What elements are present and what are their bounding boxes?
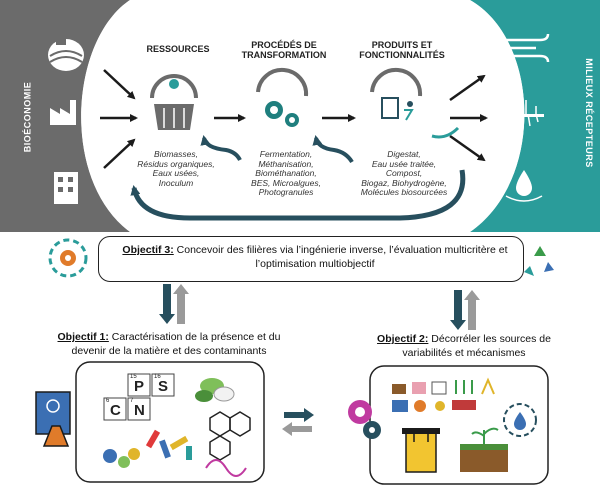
recycle-arrow-big <box>130 169 466 221</box>
objective2-line1: Décorréler les sources de <box>428 333 551 345</box>
procedes-item: BES, Microalgues, <box>251 177 321 188</box>
column-procedes-title-2: TRANSFORMATION <box>241 50 327 60</box>
procedes-item: Fermentation, <box>259 149 313 159</box>
cycle-drops-icon <box>503 403 537 437</box>
recycle-icon <box>524 246 554 276</box>
produits-item: Eau usée traitée, <box>371 158 437 169</box>
objective1-line2: devenir de la matière et des contaminant… <box>71 345 267 357</box>
procedes-item: Biométhanation, <box>255 168 317 178</box>
arrow-left-top <box>103 69 136 100</box>
soil-plant-icon <box>460 427 508 472</box>
left-band-label: BIOÉCONOMIE <box>22 81 33 153</box>
recycle-arrow-small-1 <box>200 135 242 161</box>
dna-icon <box>205 459 247 477</box>
column-produits-title-1: PRODUITS ET <box>371 40 433 50</box>
objective1-line1: Caractérisation de la présence et du <box>108 331 281 343</box>
objective1-panel <box>75 361 265 483</box>
tractor-field-icon <box>48 38 84 71</box>
gear-icon <box>256 67 309 127</box>
obj2-vertical-arrows <box>450 290 480 330</box>
ressources-icon <box>150 74 198 130</box>
column-procedes-items: Fermentation, Méthanisation, Biométhanat… <box>236 149 336 198</box>
element-s: S <box>158 378 169 395</box>
column-produits-title-2: FONCTIONNALITÉS <box>359 50 445 60</box>
soil-icon <box>508 100 544 129</box>
produits-item: Compost, <box>385 168 423 178</box>
reactor-icon <box>402 428 440 473</box>
recycle-arrow-small-2 <box>312 135 354 164</box>
center-area <box>81 0 525 232</box>
produits-item: Biogaz, Biohydrogène, <box>361 177 447 188</box>
column-ressources-items: Biomasses, Résidus organiques, Eaux usée… <box>124 149 228 188</box>
wind-icon <box>506 33 550 63</box>
produits-item: Molécules biosourcées <box>360 187 448 197</box>
objective2-text: Objectif 2: Décorréler les sources de va… <box>354 332 574 360</box>
microplastics-icon <box>103 429 192 468</box>
produits-item: Digestat, <box>387 149 421 159</box>
horizontal-arrows <box>282 408 314 436</box>
farm-icons <box>392 377 495 412</box>
molecule-icon <box>209 411 251 461</box>
objective1-text: Objectif 1: Caractérisation de la présen… <box>24 330 314 358</box>
element-n-number: 7 <box>130 398 134 404</box>
objective3-gear-icon <box>48 238 88 278</box>
ressources-item: Biomasses, <box>154 149 198 159</box>
element-s-number: 16 <box>154 374 161 380</box>
objective2-line2: variabilités et mécanismes <box>402 347 526 359</box>
procedes-item: Photogranules <box>258 187 314 197</box>
column-ressources-title-1: RESSOURCES <box>146 44 210 54</box>
element-c: C <box>110 402 121 419</box>
objective1-label: Objectif 1: <box>57 331 109 343</box>
ressources-item: Inoculum <box>158 177 194 188</box>
column-produits-items: Digestat, Eau usée traitée, Compost, Bio… <box>344 149 464 198</box>
element-p: P <box>134 378 145 395</box>
objective3-label: Objectif 3: <box>122 244 174 256</box>
arrow-prod-out <box>431 126 460 139</box>
periodic-table-cells <box>103 373 175 421</box>
column-ressources-title: RESSOURCES <box>138 44 218 54</box>
column-procedes-title-1: PROCÉDÉS DE <box>251 40 317 50</box>
obj2-gears-icon <box>348 400 381 439</box>
objective3-box <box>98 236 524 282</box>
arrow-right-top <box>449 74 486 102</box>
column-procedes-title: PROCÉDÉS DE TRANSFORMATION <box>232 40 336 60</box>
ressources-item: Eaux usées, <box>152 168 200 178</box>
water-drop-icon <box>505 170 543 202</box>
pills-icon <box>195 378 235 402</box>
lab-flask-icon <box>35 391 71 447</box>
objective3-text: Objectif 3: Concevoir des filières via l… <box>110 243 520 271</box>
column-produits-title: PRODUITS ET FONCTIONNALITÉS <box>350 40 454 60</box>
element-p-number: 15 <box>130 374 137 380</box>
right-band-label: MILIEUX RÉCEPTEURS <box>583 58 594 168</box>
factory-icon <box>50 100 76 125</box>
building-icon <box>54 172 78 204</box>
arrow-left-bottom <box>103 138 136 169</box>
objective3-line2: l’optimisation multiobjectif <box>255 258 375 270</box>
element-n: N <box>134 402 145 419</box>
produits-icon <box>370 67 423 121</box>
arrow-right-bottom <box>449 134 486 162</box>
objective3-line1: Concevoir des filières via l’ingénierie … <box>173 244 508 256</box>
element-c-number: 6 <box>106 398 110 404</box>
obj1-vertical-arrows <box>159 284 189 324</box>
ressources-item: Résidus organiques, <box>137 158 215 169</box>
objective2-label: Objectif 2: <box>377 333 429 345</box>
procedes-item: Méthanisation, <box>258 158 314 169</box>
